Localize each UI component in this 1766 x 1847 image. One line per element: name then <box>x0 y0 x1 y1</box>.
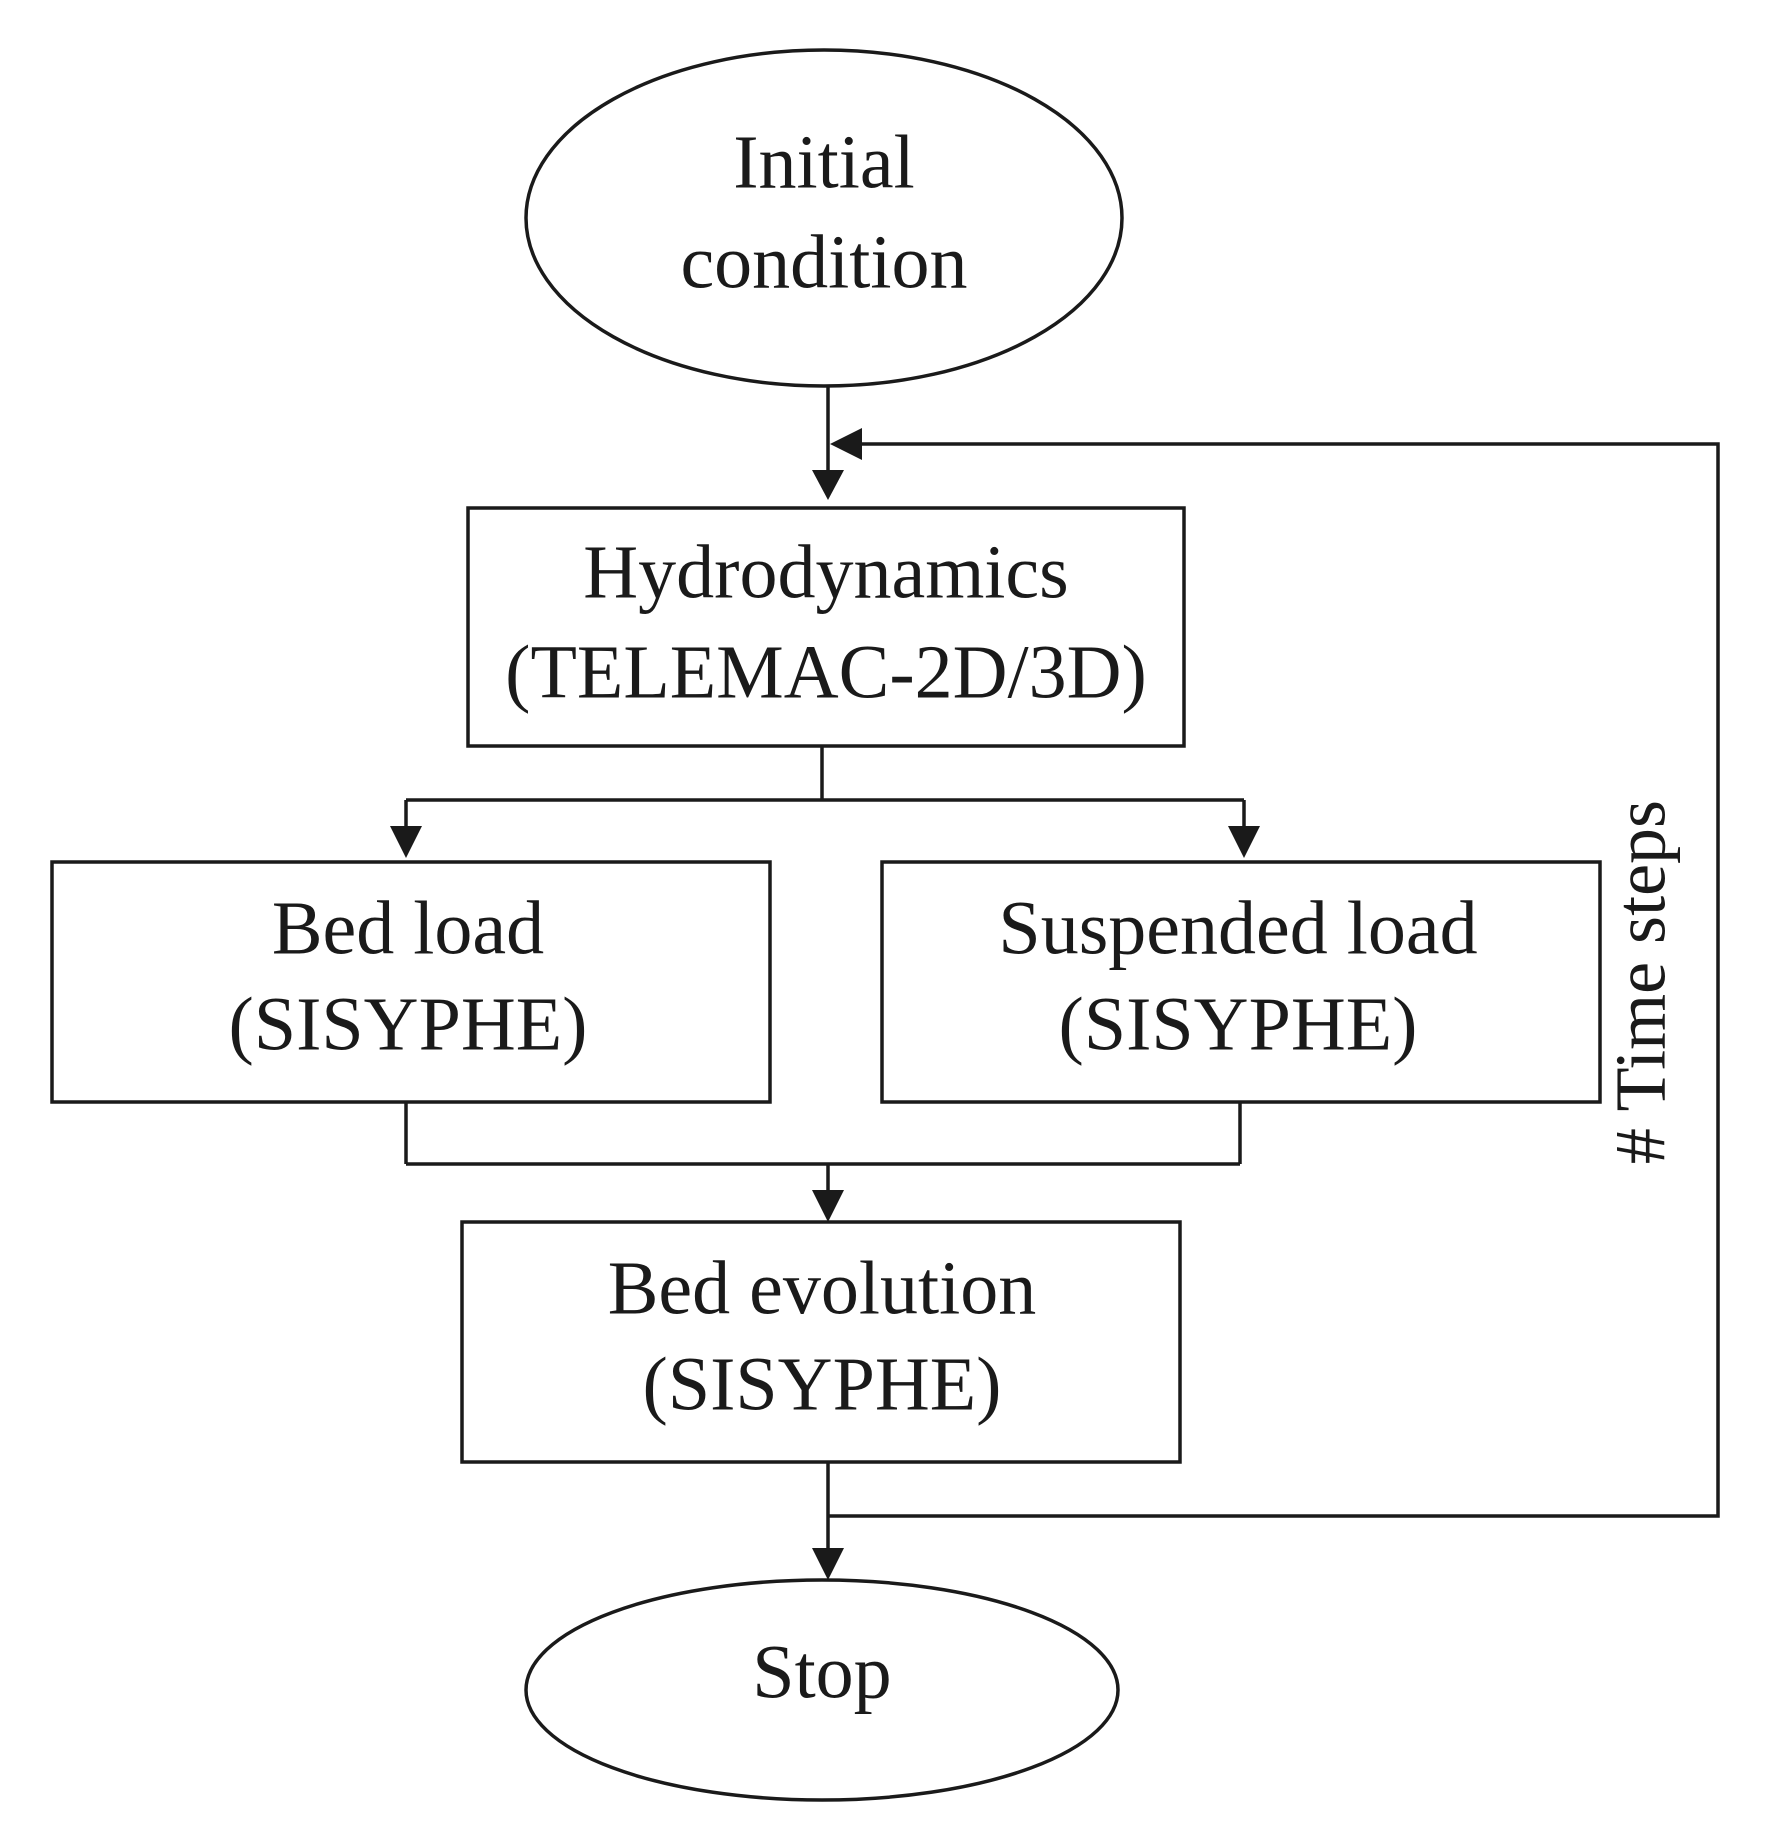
bed-evolution-line2: (SISYPHE) <box>643 1342 1002 1426</box>
arrowhead-stop-input <box>812 1548 844 1580</box>
bed-load-box <box>50 860 772 1104</box>
connector-hydro-split <box>404 746 1246 826</box>
bed-evolution-line1: Bed evolution <box>608 1246 1037 1330</box>
node-bed-evolution: Bed evolution (SISYPHE) <box>460 1220 1182 1464</box>
arrowhead-bed-evolution-input <box>812 1190 844 1222</box>
node-bed-load: Bed load (SISYPHE) <box>50 860 772 1104</box>
node-initial-condition: Initial condition <box>524 48 1124 388</box>
bed-load-line1: Bed load <box>272 886 544 970</box>
bed-evolution-box <box>460 1220 1182 1464</box>
initial-condition-line2: condition <box>680 220 967 304</box>
suspended-load-line1: Suspended load <box>998 886 1477 970</box>
suspended-load-line2: (SISYPHE) <box>1059 982 1418 1066</box>
time-steps-label: # Time steps <box>1601 800 1681 1164</box>
arrowhead-bed-load-input <box>390 826 422 858</box>
node-suspended-load: Suspended load (SISYPHE) <box>880 860 1602 1104</box>
stop-label: Stop <box>752 1630 891 1714</box>
hydrodynamics-box <box>466 506 1186 748</box>
connector-time-step-loop <box>828 442 1720 1518</box>
initial-condition-line1: Initial <box>733 120 915 204</box>
node-hydrodynamics: Hydrodynamics (TELEMAC-2D/3D) <box>466 506 1186 748</box>
stop-ellipse <box>524 1578 1120 1802</box>
arrowhead-suspended-load-input <box>1228 826 1260 858</box>
node-stop: Stop <box>524 1578 1120 1802</box>
initial-condition-ellipse <box>524 48 1124 388</box>
hydrodynamics-line2: (TELEMAC-2D/3D) <box>505 630 1147 714</box>
arrowhead-loop-return <box>830 428 862 460</box>
hydrodynamics-line1: Hydrodynamics <box>583 530 1068 614</box>
arrowhead-hydro-input <box>812 470 844 500</box>
connector-loads-merge <box>404 1102 1242 1190</box>
bed-load-line2: (SISYPHE) <box>229 982 588 1066</box>
